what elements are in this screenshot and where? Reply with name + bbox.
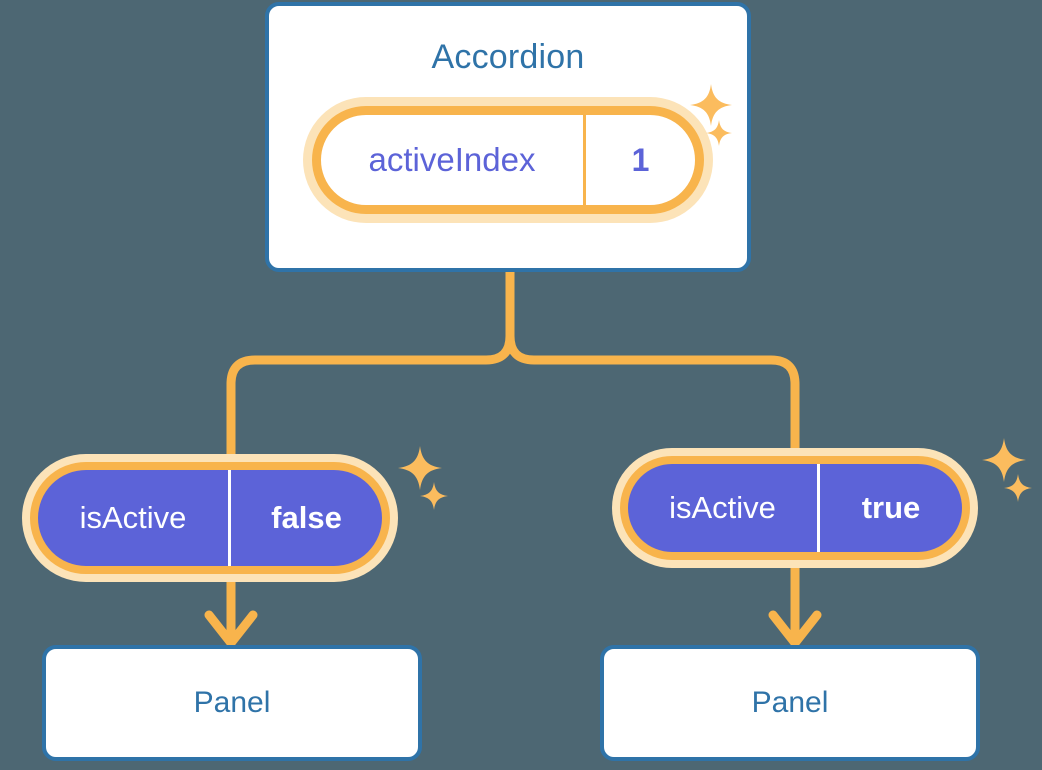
wire-root-to-right bbox=[505, 267, 800, 461]
sparkle-icon bbox=[398, 446, 442, 490]
state-value-label: 1 bbox=[631, 141, 650, 178]
arrowhead-left bbox=[204, 610, 258, 648]
arrowhead-right bbox=[768, 610, 822, 648]
state-pill-isactive-right[interactable]: isActive true bbox=[620, 456, 970, 560]
state-pill-activeindex[interactable]: activeIndex 1 bbox=[312, 106, 704, 214]
state-key-label: isActive bbox=[628, 464, 820, 552]
panel-title: Panel bbox=[751, 686, 829, 719]
state-key-label: isActive bbox=[38, 470, 231, 566]
sparkle-icon bbox=[1004, 474, 1032, 502]
state-pill-isactive-left[interactable]: isActive false bbox=[30, 462, 390, 574]
page-title: Accordion bbox=[431, 38, 585, 76]
panel-card-right[interactable]: Panel bbox=[600, 645, 980, 761]
sparkle-icon bbox=[420, 482, 448, 510]
panel-title: Panel bbox=[193, 686, 271, 719]
state-key-label: activeIndex bbox=[321, 115, 586, 205]
wire-root-to-left bbox=[226, 267, 515, 467]
state-value-label: true bbox=[861, 490, 921, 525]
state-value-label: false bbox=[271, 500, 342, 535]
sparkle-icon bbox=[982, 438, 1026, 482]
panel-card-left[interactable]: Panel bbox=[42, 645, 422, 761]
